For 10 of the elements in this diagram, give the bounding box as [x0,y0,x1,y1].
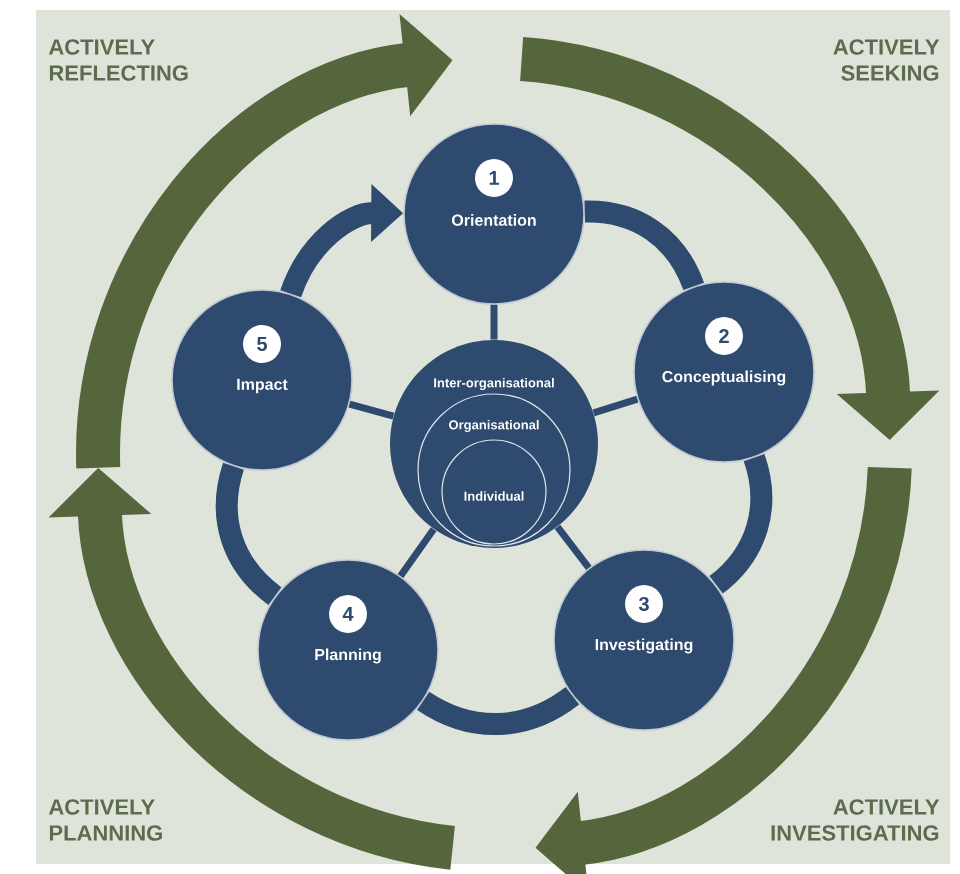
connector [554,524,592,570]
phase-label: ACTIVELY PLANNING [48,799,162,841]
phase-label: ACTIVELY SEEKING [833,39,940,81]
connector [417,686,579,736]
phase-label: ACTIVELY INVESTIGATING [771,799,940,841]
phase-label: ACTIVELY REFLECTING [48,39,188,81]
connector [348,400,395,420]
connector [397,527,437,578]
connector [490,304,498,340]
connector [592,395,639,417]
